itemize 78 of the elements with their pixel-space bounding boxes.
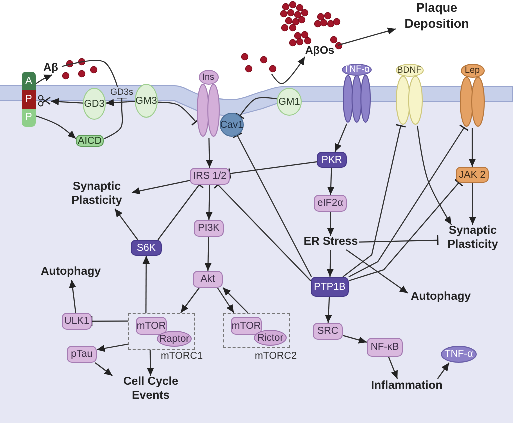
process-label: ER Stress — [303, 236, 359, 250]
process-label: AβOs — [302, 45, 338, 57]
protein-node: mTOR — [136, 317, 167, 335]
protein-node: Akt — [193, 271, 223, 288]
protein-segment: P — [22, 108, 36, 127]
complex-box — [128, 313, 195, 350]
arrow — [106, 99, 136, 106]
arrow — [338, 28, 396, 46]
protein-node: eIF2α — [314, 195, 347, 212]
process-label: Plaque Deposition — [396, 2, 478, 32]
arrow — [417, 126, 452, 226]
inhibition-line — [358, 234, 439, 246]
arrow — [142, 256, 150, 313]
inhibition-line — [235, 97, 278, 120]
inhibition-line — [232, 132, 312, 278]
arrow — [147, 350, 154, 376]
arrow — [327, 168, 335, 196]
arrow — [222, 287, 248, 314]
arrow — [346, 250, 408, 294]
arrow — [217, 288, 235, 314]
arrow — [388, 356, 398, 380]
protein-node: NF-κB — [367, 338, 403, 357]
arrow — [437, 362, 450, 380]
protein-node: S6K — [131, 240, 162, 256]
protein-node: ULK1 — [62, 313, 92, 330]
protein-node: PTP1B — [311, 277, 349, 297]
protein-node: AICD — [76, 135, 104, 147]
arrow — [69, 280, 76, 314]
arrow — [95, 362, 113, 376]
arrow — [334, 124, 348, 152]
enzyme-label: GD3s — [109, 87, 135, 98]
protein-node: IRS 1/2 — [190, 168, 230, 185]
arrow — [114, 208, 138, 240]
process-label: Synaptic Plasticity — [62, 181, 132, 209]
inhibition-line — [348, 179, 464, 282]
ligand-label: BDNF — [396, 64, 424, 77]
process-label: Inflammation — [366, 379, 448, 394]
complex-box — [223, 313, 290, 348]
arrow — [204, 236, 212, 272]
arrow — [96, 344, 128, 352]
protein-segment: A — [22, 72, 36, 90]
protein-node: PKR — [317, 152, 347, 168]
arrow — [206, 138, 214, 168]
process-label: Autophagy — [408, 291, 474, 305]
arrow — [342, 335, 368, 344]
arrow — [206, 185, 213, 220]
inhibition-line — [91, 316, 128, 328]
inhibition-line — [348, 124, 470, 278]
protein-node: mTOR — [231, 317, 262, 335]
arrow — [469, 183, 476, 225]
process-label: Autophagy — [38, 266, 104, 280]
protein-node: JAK 2 — [456, 167, 489, 183]
protein-node: PI3K — [194, 220, 224, 237]
arrow — [271, 56, 306, 85]
connector-line — [62, 60, 118, 88]
ligand-label: Ins — [198, 70, 218, 85]
inhibition-line — [228, 161, 318, 180]
protein-node: pTau — [67, 346, 97, 363]
protein-segment: P — [22, 90, 36, 109]
arrow — [132, 180, 190, 195]
arrow — [326, 250, 334, 278]
complex-label: mTORC1 — [161, 351, 204, 362]
complex-label: mTORC2 — [255, 351, 298, 362]
arrow — [325, 296, 332, 324]
arrow — [468, 128, 476, 167]
protein-node: SRC — [313, 323, 343, 340]
inhibition-line — [342, 124, 406, 278]
arrow — [180, 288, 200, 314]
ligand-label: TNF-α — [342, 64, 372, 76]
process-label: Aβ — [40, 61, 62, 75]
ligand-label: Lep — [460, 64, 484, 78]
arrow — [36, 116, 76, 140]
inhibition-line — [104, 97, 128, 140]
arrow — [50, 98, 84, 106]
process-label: Synaptic Plasticity — [438, 225, 508, 253]
process-label: Cell Cycle Events — [112, 376, 190, 404]
arrow — [36, 74, 53, 85]
arrow — [327, 212, 334, 236]
